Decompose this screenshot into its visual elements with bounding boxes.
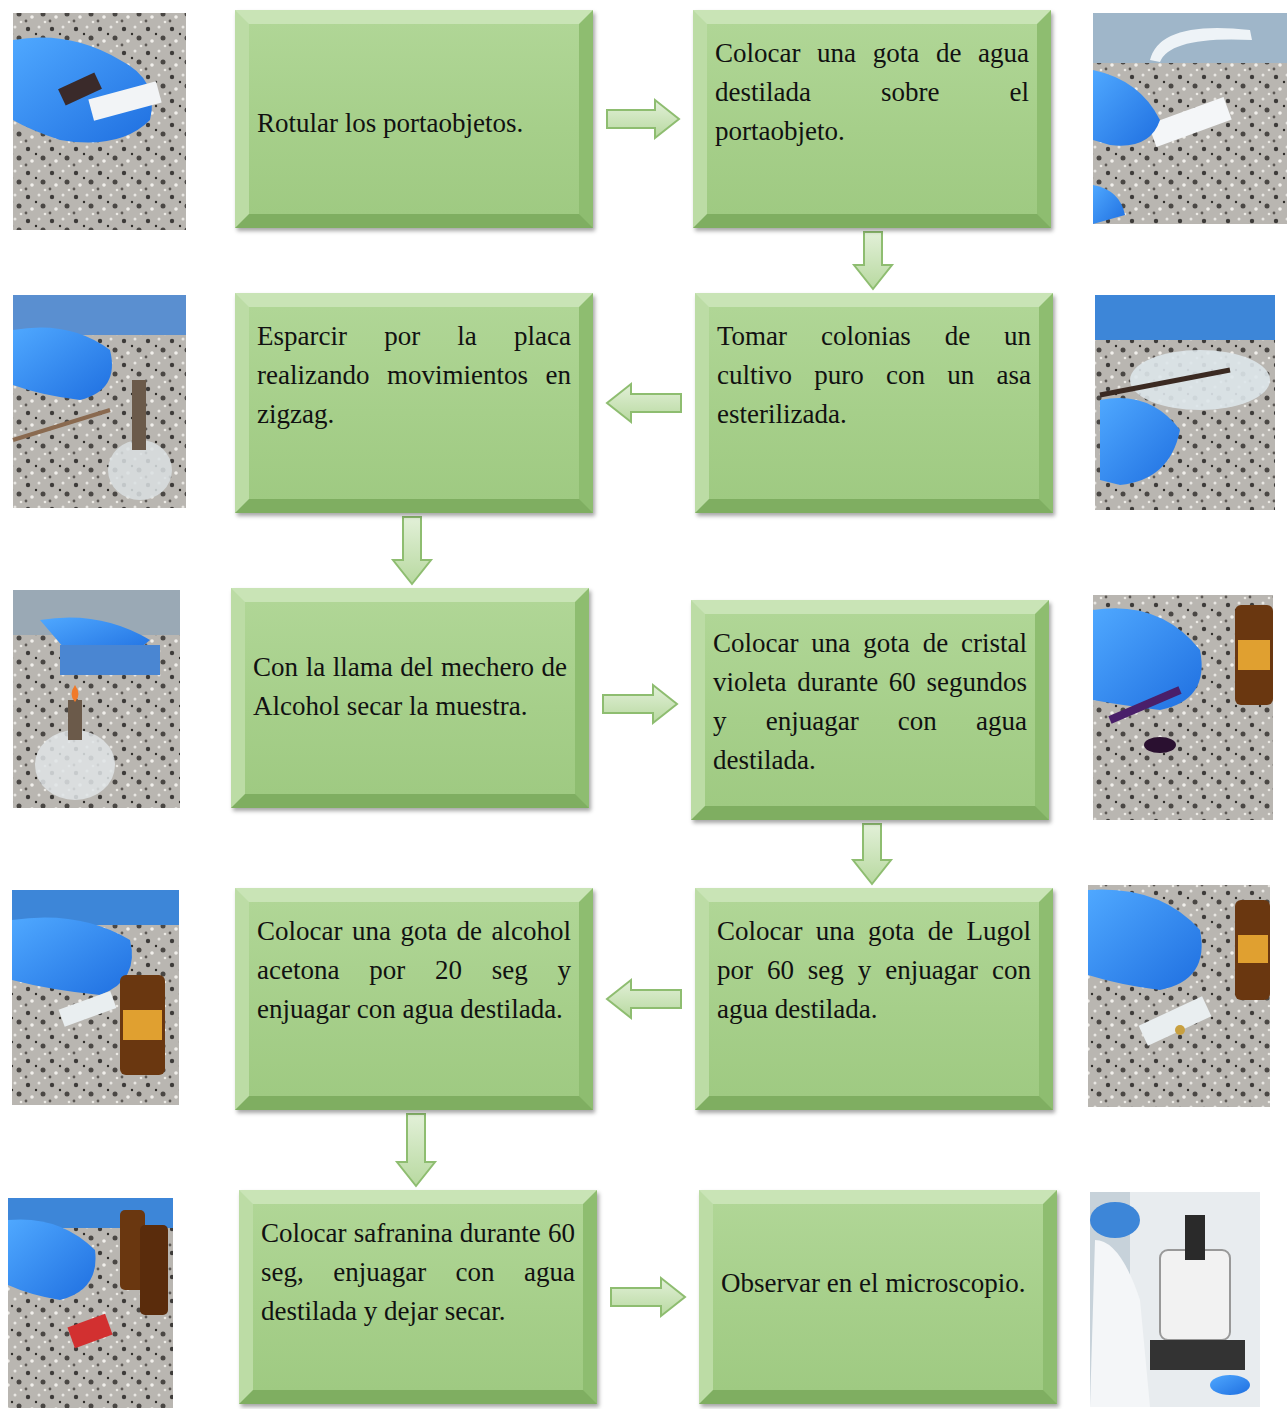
- step-text: Colocar una gota de agua destilada sobre…: [715, 34, 1029, 151]
- process-box: Con la llama del mechero de Alcohol seca…: [231, 588, 589, 808]
- process-box: Esparcir por la placa realizando movimie…: [235, 293, 593, 513]
- photo: [1093, 13, 1287, 224]
- step-text: Con la llama del mechero de Alcohol seca…: [253, 648, 567, 726]
- block-arrow: [397, 1114, 435, 1186]
- photo: [12, 890, 179, 1105]
- step-text: Colocar una gota de alcohol acetona por …: [257, 912, 571, 1029]
- photo: [1088, 885, 1270, 1107]
- process-box: Rotular los portaobjetos.: [235, 10, 593, 228]
- block-arrow: [854, 232, 892, 289]
- process-box: Colocar una gota de Lugol por 60 seg y e…: [695, 888, 1053, 1110]
- photo: [1093, 595, 1273, 820]
- process-box: Colocar una gota de cristal violeta dura…: [691, 600, 1049, 820]
- step-text: Tomar colonias de un cultivo puro con un…: [717, 317, 1031, 434]
- process-box: Colocar safranina durante 60 seg, enjuag…: [239, 1190, 597, 1404]
- process-box: Observar en el microscopio.: [699, 1190, 1057, 1404]
- process-box: Tomar colonias de un cultivo puro con un…: [695, 293, 1053, 513]
- block-arrow: [393, 517, 431, 584]
- step-text: Observar en el microscopio.: [721, 1264, 1035, 1303]
- step-text: Rotular los portaobjetos.: [257, 104, 571, 143]
- photo: [8, 1198, 173, 1408]
- photo: [13, 295, 186, 508]
- block-arrow: [607, 384, 681, 422]
- process-box: Colocar una gota de alcohol acetona por …: [235, 888, 593, 1110]
- block-arrow: [853, 824, 891, 884]
- block-arrow: [603, 685, 677, 723]
- process-box: Colocar una gota de agua destilada sobre…: [693, 10, 1051, 228]
- step-text: Colocar una gota de cristal violeta dura…: [713, 624, 1027, 780]
- photo: [1095, 295, 1275, 510]
- block-arrow: [607, 100, 679, 138]
- block-arrow: [607, 980, 681, 1018]
- photo: [1090, 1192, 1260, 1407]
- step-text: Colocar safranina durante 60 seg, enjuag…: [261, 1214, 575, 1331]
- step-text: Esparcir por la placa realizando movimie…: [257, 317, 571, 434]
- photo: [13, 590, 180, 808]
- step-text: Colocar una gota de Lugol por 60 seg y e…: [717, 912, 1031, 1029]
- photo: [13, 13, 186, 230]
- block-arrow: [611, 1278, 685, 1316]
